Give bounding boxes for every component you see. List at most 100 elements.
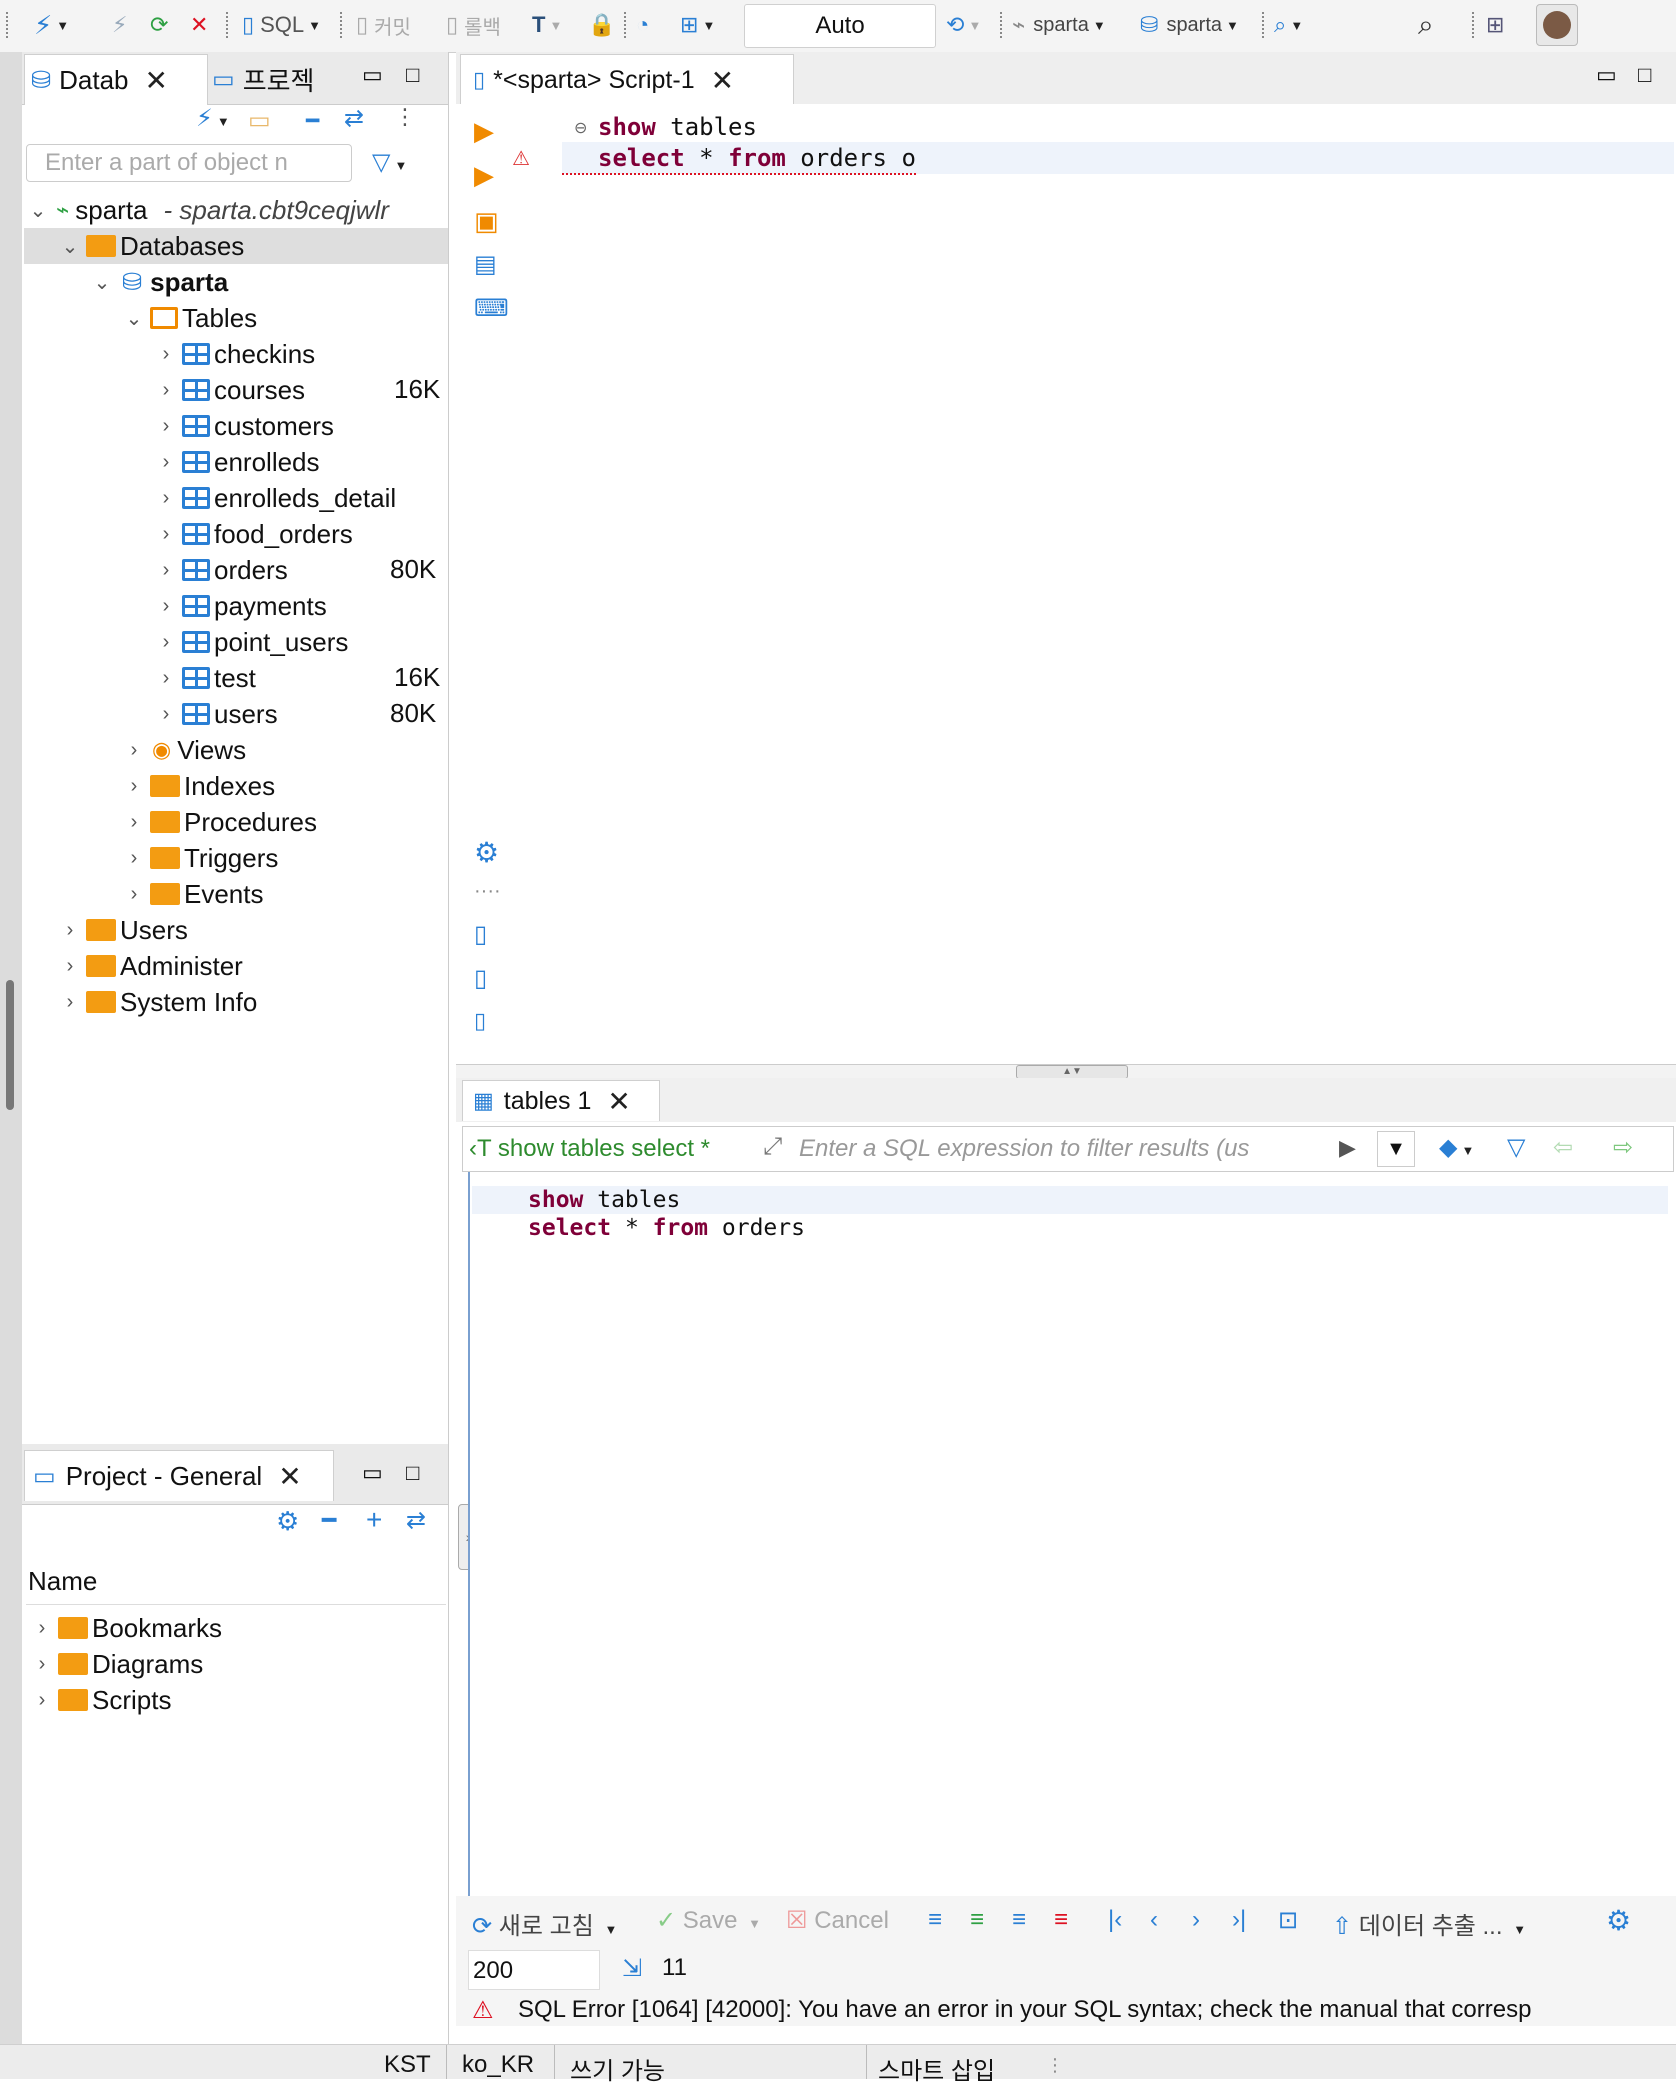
chevron-right-icon[interactable]: › [162,414,170,437]
settings-gear-icon[interactable]: ⚙ [474,837,500,868]
filter-icon[interactable]: ▽ [1507,1134,1526,1161]
results-filter-input[interactable]: Enter a SQL expression to filter results… [799,1135,1250,1162]
tree-node-table[interactable]: ›payments [154,588,327,624]
new-connection-icon[interactable]: ⚡▼ [196,105,230,132]
maximize-icon[interactable]: □ [1638,62,1652,87]
add-row-icon[interactable]: ≡ [970,1906,985,1933]
explain-plan-icon[interactable]: ▤ [474,251,497,278]
forward-icon[interactable]: ⇨ [1613,1134,1634,1161]
copy-row-icon[interactable]: ≡ [1012,1906,1027,1933]
collapse-all-icon[interactable]: ━ [306,108,320,133]
tree-node-table[interactable]: ›enrolleds_detail [154,480,396,516]
tree-node-connection[interactable]: ⌄ ⌁ sparta - sparta.cbt9ceqjwlr [26,192,389,228]
filter-settings-icon[interactable]: ▽▼ [372,149,408,176]
execute-script-icon[interactable]: ▣ [474,206,499,236]
maximize-icon[interactable]: □ [406,1460,420,1485]
global-search-button[interactable]: ⌕ [1418,8,1434,42]
tree-node-views[interactable]: ›◉Views [122,732,246,768]
refresh-button[interactable]: ⟳ 새로 고침 ▼ [472,1906,617,1941]
tree-node-scripts[interactable]: ›Scripts [30,1682,172,1718]
edit-row-icon[interactable]: ≡ [928,1906,943,1933]
filter-history-icon[interactable]: ▼ [1377,1131,1415,1167]
perspective-button[interactable]: ⊞ [1486,8,1504,42]
scrollbar-thumb[interactable] [6,980,14,1110]
clear-filter-icon[interactable]: ◆▼ [1439,1134,1475,1161]
dbeaver-perspective-button[interactable] [1536,4,1578,46]
tree-node-bookmarks[interactable]: ›Bookmarks [30,1610,222,1646]
tree-node-events[interactable]: ›Events [122,876,264,912]
tree-node-table[interactable]: ›orders [154,552,288,588]
minimize-icon[interactable]: ▭ [362,62,383,87]
query-text-button[interactable]: ‹T show tables select * [469,1135,710,1163]
tree-node-tables[interactable]: ⌄ Tables [122,300,258,336]
last-page-icon[interactable]: ›| [1232,1906,1247,1933]
close-icon[interactable]: ✕ [607,1085,631,1117]
chevron-right-icon[interactable]: › [162,558,170,581]
tree-node-table[interactable]: ›users [154,696,278,732]
chevron-right-icon[interactable]: › [162,702,170,725]
tree-node-table[interactable]: ›food_orders [154,516,353,552]
chevron-right-icon[interactable]: › [162,522,170,545]
tree-node-databases[interactable]: ⌄ Databases [58,228,245,264]
chevron-right-icon[interactable]: › [130,846,138,869]
tree-node-users[interactable]: ›Users [58,912,188,948]
execute-statement-icon[interactable]: ▶ [474,116,494,146]
delete-row-icon[interactable]: ≡ [1054,1906,1069,1933]
lock-button[interactable]: 🔒 [588,8,615,42]
apply-filter-icon[interactable]: ▶ [1339,1135,1356,1160]
new-connection-button[interactable]: ⚡▼ [34,8,69,42]
splitter-toggle-icon[interactable]: ▲▼ [1016,1065,1128,1079]
error-message[interactable]: SQL Error [1064] [42000]: You have an er… [518,1996,1532,2023]
transaction-mode-button[interactable]: T▼ [532,8,562,42]
chevron-right-icon[interactable]: › [66,954,74,977]
more-icon[interactable]: ···· [474,880,501,902]
commit-button[interactable]: ▯ 커밋 [356,8,411,42]
tree-node-table[interactable]: ›point_users [154,624,349,660]
execute-new-tab-icon[interactable]: ▶ [474,160,494,190]
chevron-down-icon[interactable]: ⌄ [29,199,47,222]
minimize-icon[interactable]: ▭ [362,1460,383,1485]
tab-sql-script[interactable]: ▯ *<sparta> Script-1 ✕ [460,54,794,105]
active-datasource-selector[interactable]: ⌁ sparta ▼ [1012,8,1106,42]
maximize-icon[interactable]: □ [406,62,420,87]
export-data-button[interactable]: ⇧ 데이터 추출 ... ▼ [1332,1906,1526,1941]
commit-mode-field[interactable]: Auto [744,4,936,48]
tab-project-general[interactable]: ▭ Project - General ✕ [24,1450,334,1501]
link-editor-icon[interactable]: ⇄ [344,105,365,132]
export-script-icon[interactable]: ▯ [474,921,488,948]
save-button[interactable]: ✓ Save ▼ [656,1906,761,1935]
chevron-right-icon[interactable]: › [162,594,170,617]
chevron-right-icon[interactable]: › [162,342,170,365]
rollback-button[interactable]: ▯ 롤백 [446,8,501,42]
expand-icon[interactable]: + [366,1504,383,1535]
tree-node-system-info[interactable]: ›System Info [58,984,258,1020]
chevron-right-icon[interactable]: › [162,666,170,689]
next-page-icon[interactable]: › [1192,1906,1200,1933]
chevron-right-icon[interactable]: › [130,810,138,833]
dashboard-button[interactable]: ◔ [636,8,649,42]
tab-results[interactable]: ▦ tables 1 ✕ [462,1080,660,1121]
settings-gear-icon[interactable]: ⚙ [276,1506,300,1536]
status-more-icon[interactable]: ⋮ [1046,2055,1064,2075]
chevron-right-icon[interactable]: › [162,378,170,401]
results-text-view[interactable] [468,1172,1670,1896]
fetch-size-input[interactable]: 200 [468,1950,600,1990]
chevron-right-icon[interactable]: › [130,882,138,905]
active-schema-selector[interactable]: ⛁ sparta ▼ [1140,8,1239,42]
tree-node-table[interactable]: ›enrolleds [154,444,320,480]
chevron-right-icon[interactable]: › [130,738,138,761]
chevron-down-icon[interactable]: ⌄ [125,307,143,330]
tree-node-indexes[interactable]: ›Indexes [122,768,275,804]
fetch-all-icon[interactable]: ⊡ [1278,1907,1299,1934]
close-icon[interactable]: ✕ [144,64,168,96]
tree-node-table[interactable]: ›checkins [154,336,316,372]
sql-editor-button[interactable]: ▯ SQL ▼ [242,8,321,42]
new-folder-icon[interactable]: ▭ [248,107,271,134]
tab-projects[interactable]: ▭ 프로젝 [206,54,362,104]
link-editor-icon[interactable]: ⇄ [406,1507,427,1534]
settings-gear-icon[interactable]: ⚙ [1606,1905,1632,1936]
collapse-all-icon[interactable]: ━ [322,1507,337,1534]
reconnect-button[interactable]: ⟳ [150,8,168,42]
tab-database-navigator[interactable]: ⛁ Datab ✕ [24,54,208,105]
chevron-right-icon[interactable]: › [130,774,138,797]
